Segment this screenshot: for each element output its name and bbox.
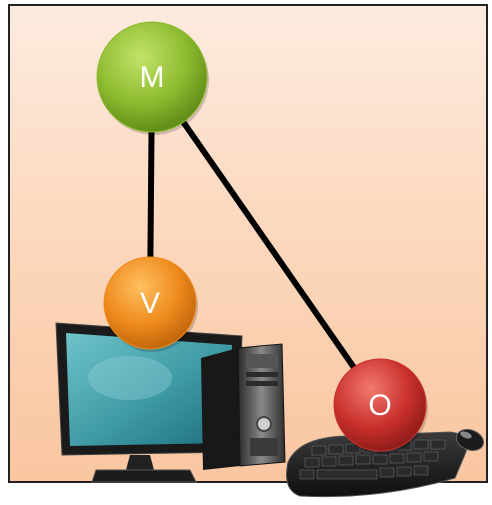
node-o: O [333, 358, 428, 454]
desktop-computer-icon [55, 322, 286, 483]
node-m: M [96, 21, 209, 135]
edge-m-o [149, 75, 383, 407]
node-circle [103, 256, 197, 350]
node-circle [333, 358, 427, 452]
node-v: V [103, 256, 198, 352]
keyboard-mouse-icon [286, 428, 485, 498]
node-circle [96, 21, 208, 133]
nodes-group: M V O [96, 21, 428, 454]
node-label: M [140, 61, 165, 94]
node-label: O [368, 389, 391, 422]
node-label: V [140, 287, 160, 320]
